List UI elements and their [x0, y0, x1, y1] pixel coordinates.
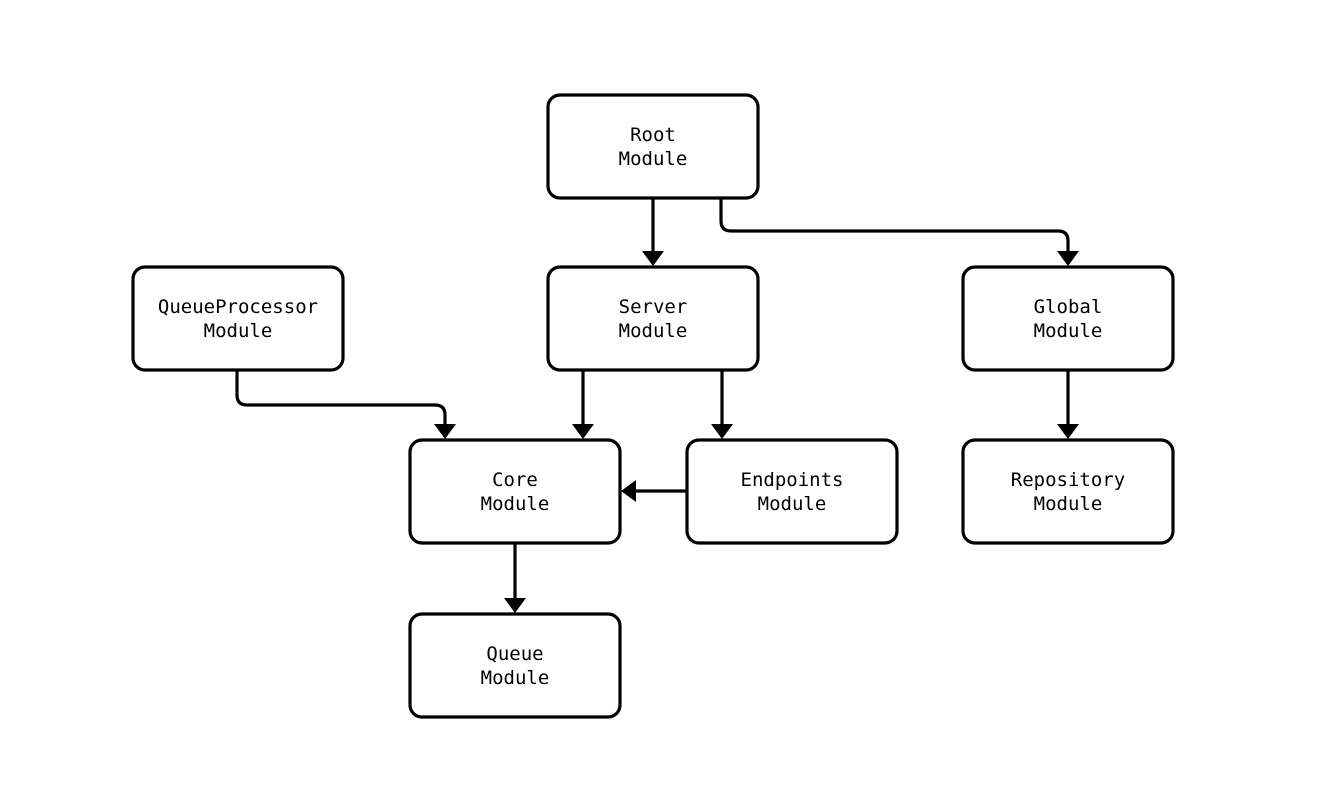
node-label-line2: Module [758, 493, 827, 515]
node-label-line2: Module [619, 320, 688, 342]
node-label-line2: Module [1034, 493, 1103, 515]
edge-core-to-queue [504, 543, 526, 613]
node-label-line1: Repository [1011, 469, 1125, 491]
edge-queueprocessor-to-core [235, 370, 456, 439]
node-label-line2: Module [481, 493, 550, 515]
arrow-head-icon [572, 424, 594, 439]
node-label-line2: Module [619, 148, 688, 170]
node-label-line1: Core [492, 469, 538, 491]
edge-root-to-global [719, 198, 1079, 266]
arrow-head-icon [621, 480, 636, 502]
node-label-line1: Global [1034, 296, 1103, 318]
edge-endpoints-to-core [621, 480, 687, 502]
edge-server-to-endpoints [711, 370, 733, 439]
edge-server-to-core [572, 370, 594, 439]
node-label-line2: Module [1034, 320, 1103, 342]
edge-line [719, 198, 1070, 252]
node-box[interactable] [961, 438, 1175, 545]
arrow-head-icon [642, 251, 664, 266]
node-label-line1: QueueProcessor [158, 296, 318, 318]
arrow-head-icon [1057, 424, 1079, 439]
node-label-line1: Queue [486, 643, 543, 665]
node-label-line2: Module [204, 320, 273, 342]
arrow-head-icon [1057, 251, 1079, 266]
edge-global-to-repository [1057, 370, 1079, 439]
node-label-line2: Module [481, 667, 550, 689]
edges-layer [235, 198, 1079, 613]
node-box[interactable] [408, 438, 622, 545]
node-box[interactable] [546, 93, 760, 200]
node-label-line1: Endpoints [741, 469, 844, 491]
arrow-head-icon [711, 424, 733, 439]
edge-line [235, 370, 447, 425]
node-box[interactable] [546, 265, 760, 372]
node-box[interactable] [408, 612, 622, 719]
nodes-layer: RootModuleQueueProcessorModuleServerModu… [131, 93, 1175, 719]
arrow-head-icon [504, 598, 526, 613]
edge-root-to-server [642, 198, 664, 266]
node-box[interactable] [685, 438, 899, 545]
arrow-head-icon [434, 424, 456, 439]
node-label-line1: Server [619, 296, 688, 318]
node-box[interactable] [961, 265, 1175, 372]
node-box[interactable] [131, 265, 345, 372]
node-label-line1: Root [630, 124, 676, 146]
